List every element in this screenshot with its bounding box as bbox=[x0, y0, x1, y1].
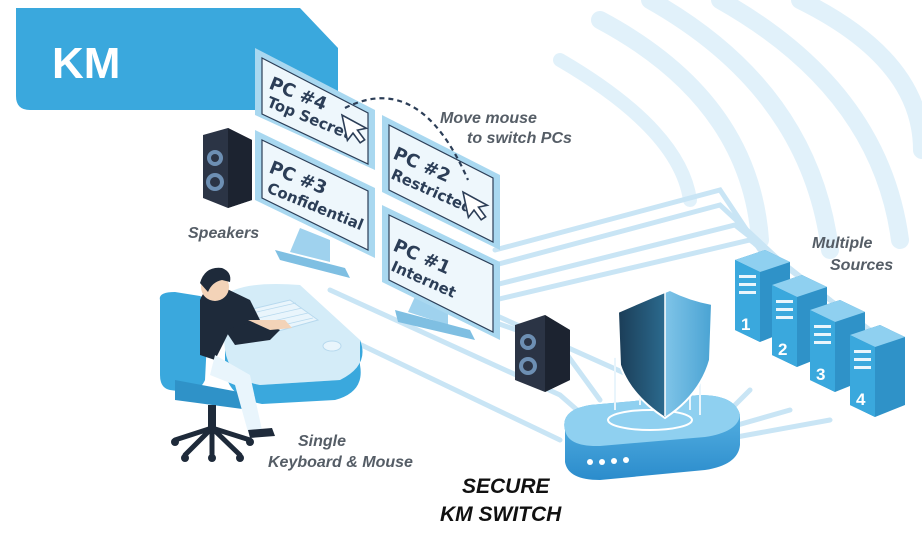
server-1-number: 1 bbox=[741, 315, 750, 334]
server-2-number: 2 bbox=[778, 340, 787, 359]
title-badge-text: KM bbox=[52, 39, 120, 88]
move-mouse-label-line2: to switch PCs bbox=[467, 130, 572, 147]
speaker-middle bbox=[515, 315, 570, 392]
speaker-left bbox=[203, 128, 252, 208]
secure-switch bbox=[564, 288, 740, 480]
server-rack: 1 2 3 4 bbox=[735, 250, 905, 417]
server-3-number: 3 bbox=[816, 365, 825, 384]
cursor-icon-2 bbox=[461, 190, 490, 221]
keyboard-label-line1: Single bbox=[298, 433, 346, 450]
sources-label-line2: Sources bbox=[830, 257, 893, 274]
monitor-pc1: PC #1 Internet bbox=[382, 205, 500, 340]
office-chair bbox=[159, 292, 255, 462]
speakers-label: Speakers bbox=[188, 225, 259, 242]
server-4: 4 bbox=[850, 325, 905, 417]
switch-label-line1: SECURE bbox=[462, 475, 551, 498]
person bbox=[200, 267, 292, 438]
background-arcs bbox=[553, 0, 922, 259]
switch-label-line2: KM SWITCH bbox=[440, 503, 562, 526]
speaker-icon bbox=[206, 150, 224, 191]
shield-icon bbox=[616, 288, 714, 420]
monitor-pc2: PC #2 Restricted bbox=[382, 115, 500, 250]
server-4-number: 4 bbox=[856, 390, 866, 409]
switch-indicator-lights bbox=[587, 457, 629, 465]
monitor-pc4: PC #4 Top Secret bbox=[255, 48, 375, 170]
keyboard-label-line2: Keyboard & Mouse bbox=[268, 454, 413, 471]
cursor-icon bbox=[340, 113, 369, 144]
switch-arc bbox=[344, 97, 470, 181]
move-mouse-label-line1: Move mouse bbox=[440, 110, 537, 127]
sources-label-line1: Multiple bbox=[812, 235, 873, 252]
